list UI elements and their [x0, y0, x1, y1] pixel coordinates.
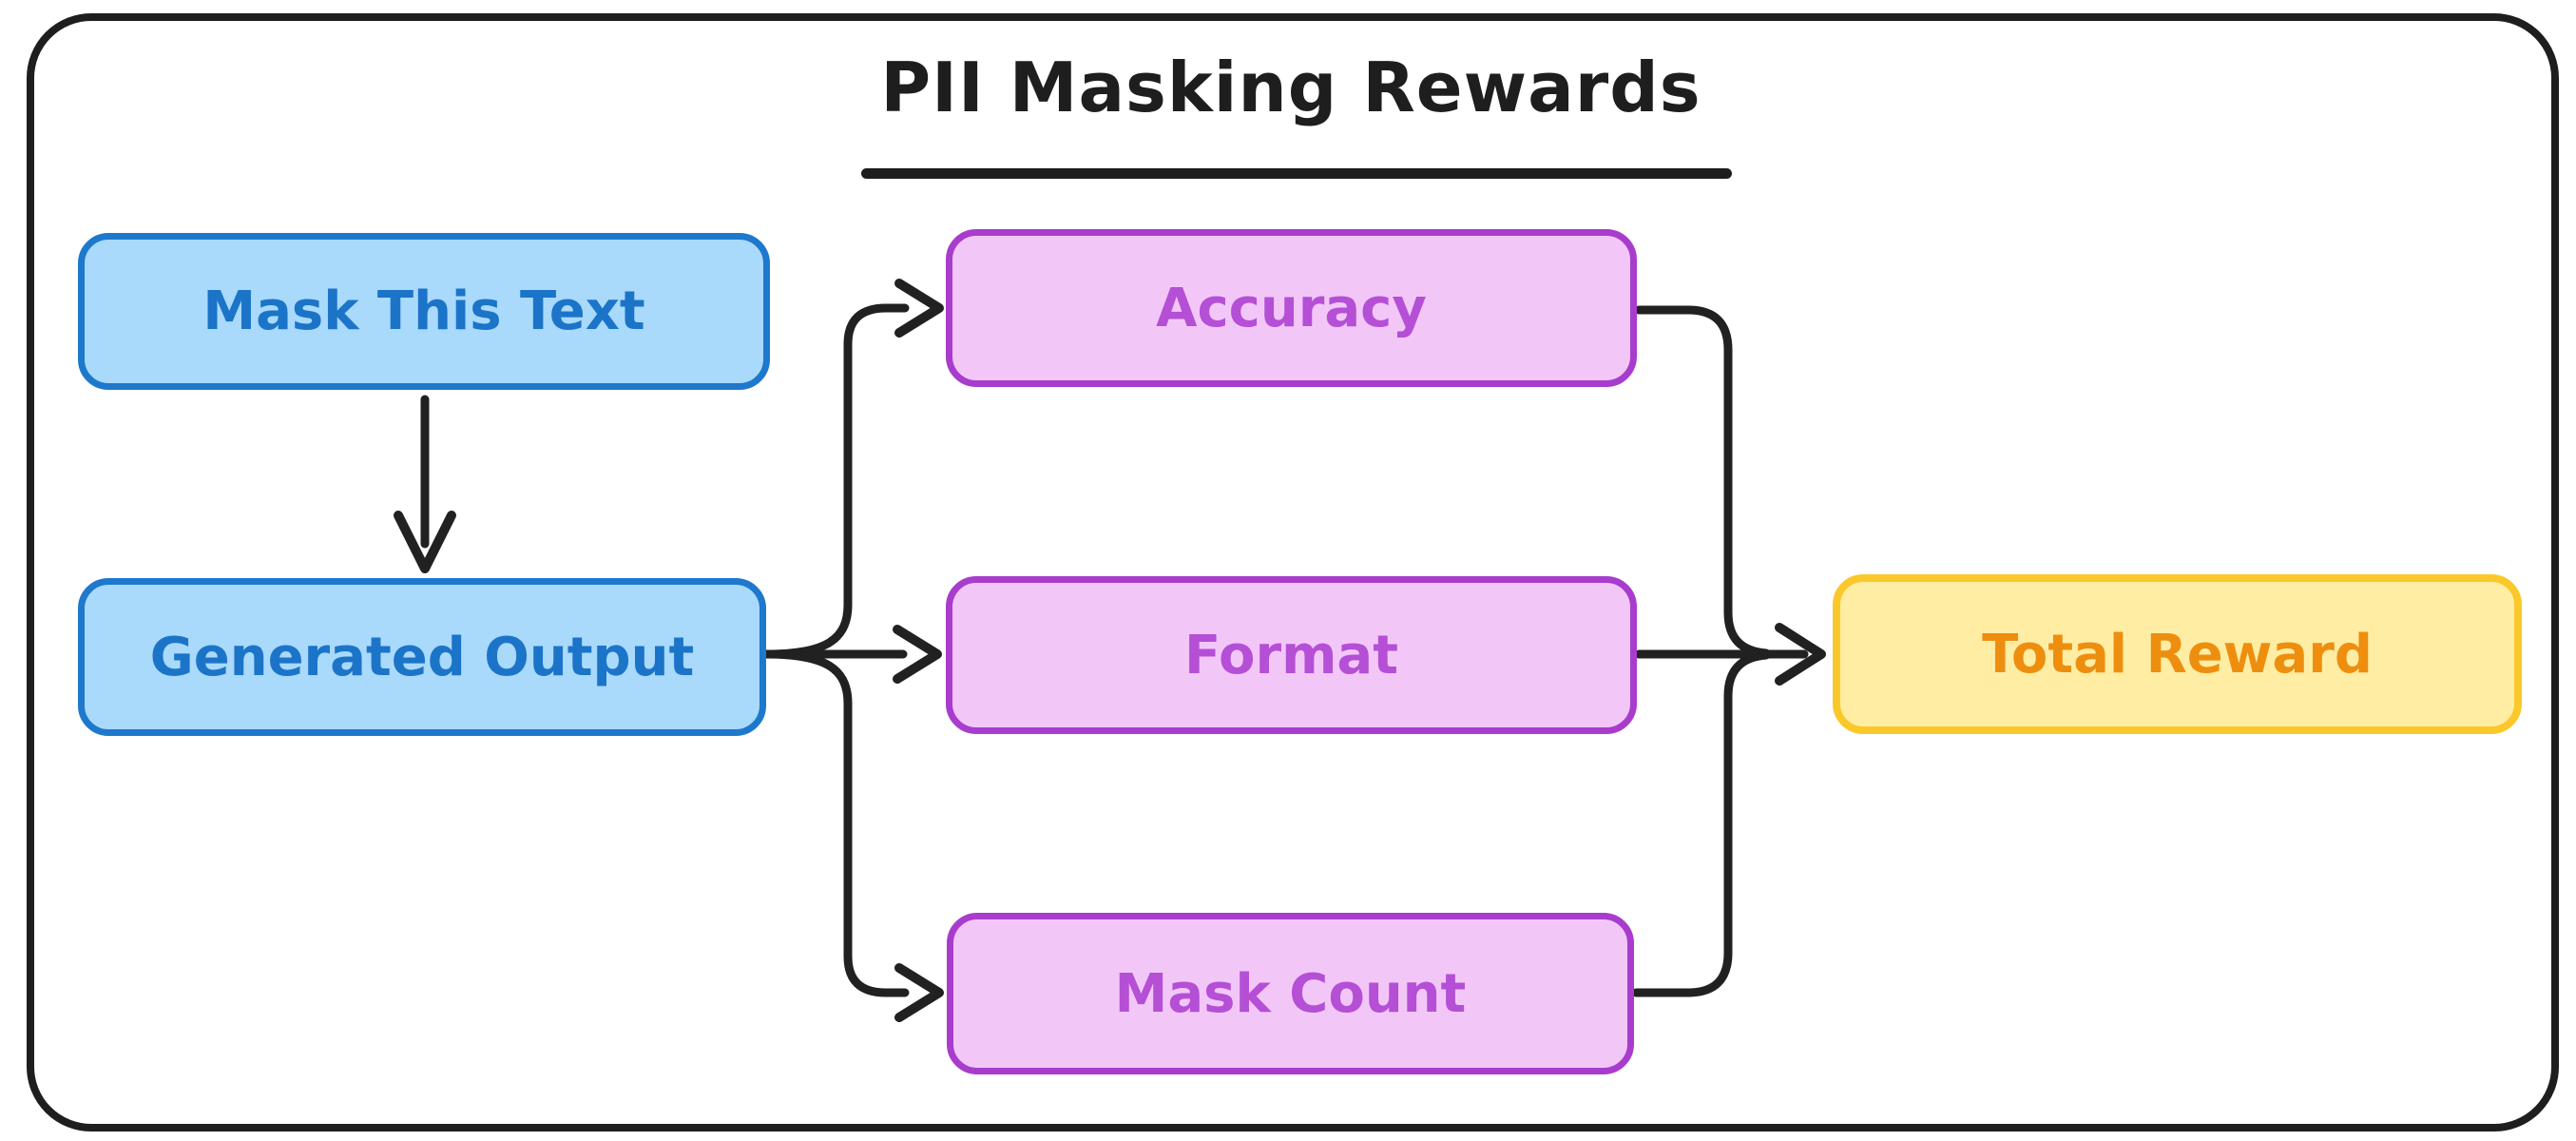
- node-accuracy-label: Accuracy: [1156, 277, 1427, 339]
- node-total-reward-label: Total Reward: [1982, 623, 2373, 686]
- node-format-label: Format: [1184, 624, 1398, 687]
- node-format: Format: [946, 576, 1637, 734]
- title-underline: [861, 168, 1732, 179]
- node-mask-count: Mask Count: [947, 913, 1634, 1074]
- node-accuracy: Accuracy: [946, 229, 1637, 387]
- node-total-reward: Total Reward: [1833, 574, 2522, 734]
- node-mask-this-text-label: Mask This Text: [202, 280, 645, 342]
- diagram-title: PII Masking Rewards: [880, 48, 1701, 127]
- node-generated-output-label: Generated Output: [149, 626, 695, 688]
- node-generated-output: Generated Output: [78, 578, 766, 736]
- node-mask-this-text: Mask This Text: [78, 233, 770, 390]
- node-mask-count-label: Mask Count: [1114, 962, 1467, 1025]
- outer-frame: [27, 13, 2559, 1131]
